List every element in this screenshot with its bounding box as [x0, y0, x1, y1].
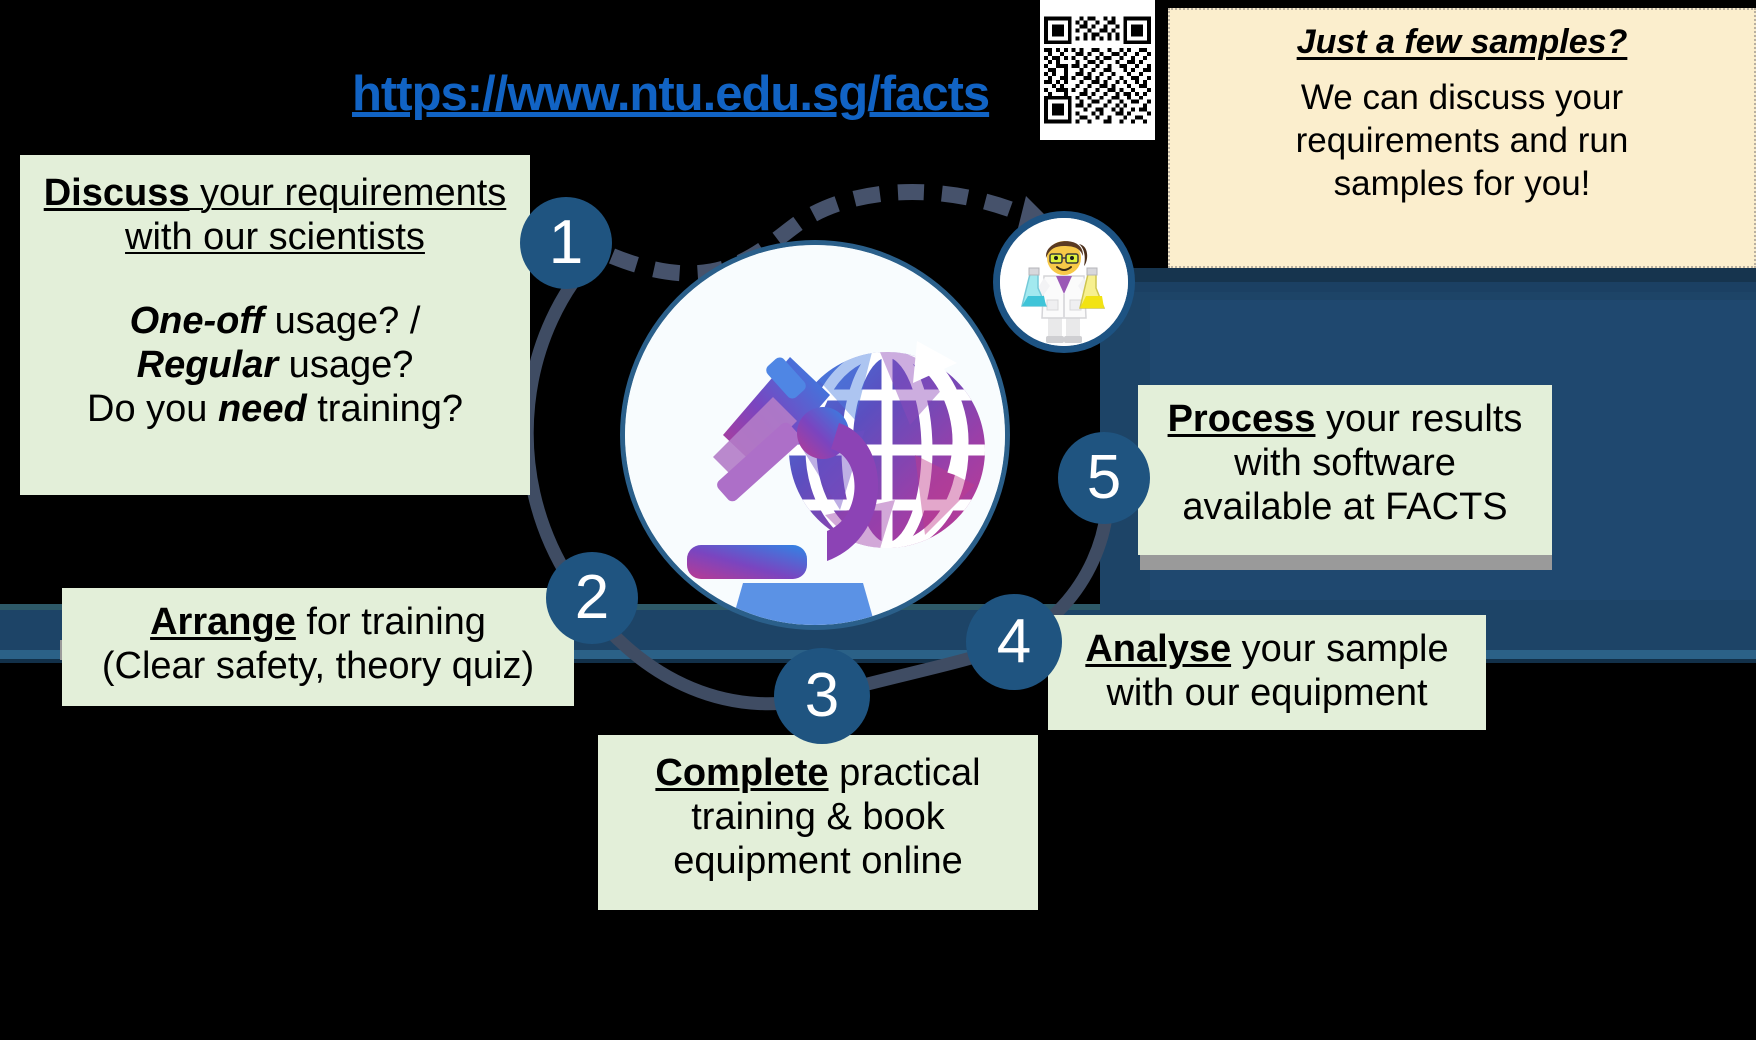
- step-1-subtitle: One-off usage? /Regular usage?Do you nee…: [32, 299, 518, 431]
- text-line: training & book: [691, 796, 945, 839]
- callout-heading: Just a few samples?: [1296, 23, 1628, 61]
- text-line: Arrange for training: [150, 601, 486, 643]
- step-1-badge[interactable]: 1: [520, 197, 612, 289]
- callout-body-line: We can discuss your: [1300, 78, 1624, 118]
- text-line: Regular usage?: [136, 344, 414, 387]
- text-line: Analyse your sample: [1085, 628, 1449, 670]
- facts-logo: [625, 245, 1005, 625]
- step-5-badge[interactable]: 5: [1058, 432, 1150, 524]
- text-line: Process your results: [1167, 398, 1523, 440]
- text-line: One-off usage? /: [129, 300, 421, 343]
- qr-code[interactable]: [1040, 0, 1155, 140]
- text-line: with our equipment: [1106, 672, 1428, 715]
- step-2-box: Arrange for training(Clear safety, theor…: [62, 588, 574, 706]
- step-2-title: Arrange for training(Clear safety, theor…: [72, 600, 564, 688]
- text-line: with our scientists: [125, 216, 425, 259]
- decor-band-right: [1040, 268, 1756, 282]
- box5-shadow: [1140, 552, 1552, 570]
- text-line: available at FACTS: [1182, 486, 1508, 529]
- text-line: Discuss your requirements: [43, 172, 507, 214]
- lego-scientist: [1000, 218, 1128, 346]
- text-line: Complete practical: [655, 752, 981, 794]
- facts-url-wrap: https://www.ntu.edu.sg/facts: [352, 67, 990, 121]
- text-line: Do you need training?: [87, 388, 463, 431]
- step-2-badge[interactable]: 2: [546, 552, 638, 644]
- callout-body-line: requirements and run: [1295, 121, 1629, 161]
- facts-url[interactable]: https://www.ntu.edu.sg/facts: [352, 67, 990, 121]
- step-3-badge[interactable]: 3: [774, 648, 870, 744]
- decor-band-dark: [0, 659, 1756, 663]
- text-line: (Clear safety, theory quiz): [101, 645, 535, 688]
- spacer: [32, 259, 518, 299]
- callout-body-line: samples for you!: [1333, 163, 1591, 203]
- callout-body: We can discuss your requirements and run…: [1196, 77, 1728, 205]
- text-line: with software: [1234, 442, 1456, 485]
- decor-band-blue2: [0, 650, 1756, 659]
- samples-callout-box: Just a few samples? We can discuss your …: [1168, 8, 1756, 268]
- step-4-badge[interactable]: 4: [966, 594, 1062, 690]
- text-line: equipment online: [673, 840, 963, 883]
- decor-band-right2: [1050, 282, 1756, 292]
